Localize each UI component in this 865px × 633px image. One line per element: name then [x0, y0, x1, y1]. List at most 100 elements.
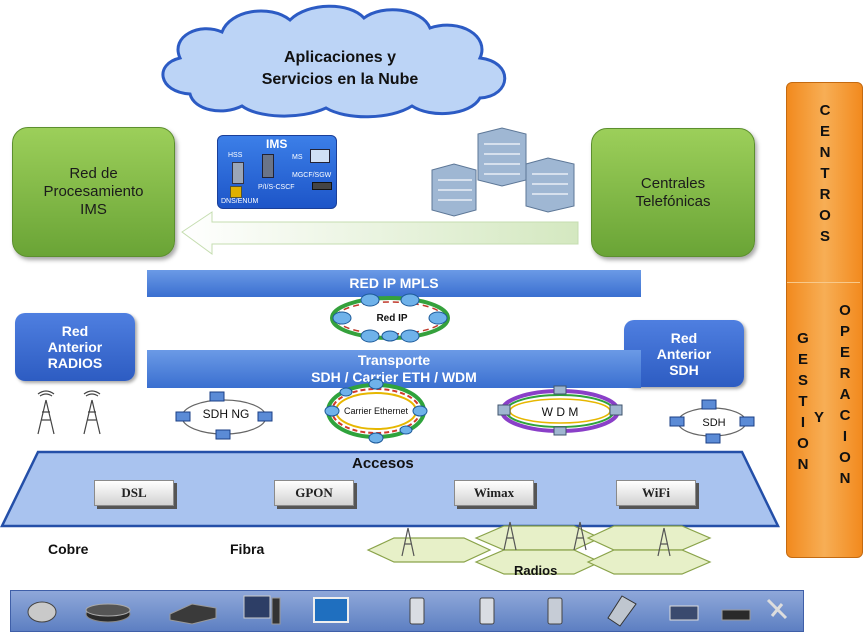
gestion-letter: G	[797, 330, 809, 347]
ims-db-icon	[230, 186, 242, 198]
operacion-letter: E	[839, 344, 850, 361]
radio-towers-icon	[37, 390, 101, 435]
pda-icon	[479, 597, 495, 625]
gestion-letter: O	[797, 435, 809, 452]
access-dsl-button: DSL	[94, 480, 174, 506]
ims-box-line-2: Procesamiento	[43, 183, 144, 200]
operacion-letter: N	[839, 470, 851, 487]
phone-icon	[27, 601, 57, 623]
centros-letter: R	[819, 186, 831, 203]
gestion-letter: S	[797, 372, 808, 389]
legacy-sdh-line-2: Anterior	[656, 345, 712, 362]
centros-letter: S	[819, 228, 830, 245]
satellite-icon	[766, 598, 788, 620]
modem-icon	[169, 603, 217, 625]
ims-box-line-3: IMS	[80, 201, 107, 218]
access-point-icon	[721, 609, 751, 621]
ims-box-line-1: Red de	[69, 165, 118, 182]
ims-hss-label: HSS	[228, 152, 243, 159]
gestion-letter: I	[800, 414, 806, 431]
ip-network-ring	[330, 293, 450, 343]
y-letter-text: Y	[813, 409, 824, 426]
ims-server-icon	[232, 162, 244, 184]
monitor-icon	[313, 597, 349, 623]
cloud-line-1: Aplicaciones y	[283, 49, 397, 66]
operacion-letter: C	[839, 407, 851, 424]
cloud-line-2: Servicios en la Nube	[261, 71, 419, 88]
operacion-vertical: O P E R A C I O N	[836, 300, 854, 489]
sdh-label: SDH	[702, 417, 726, 429]
access-gpon-label: GPON	[295, 485, 333, 500]
fiber-label: Fibra	[230, 541, 265, 557]
centros-vertical: C E N T R O S	[816, 100, 834, 247]
gestion-vertical: G E S T I O N	[794, 328, 812, 475]
wdm-label: W D M	[541, 405, 579, 419]
ims-pcscf-label: P/I/S-CSCF	[258, 184, 295, 191]
ims-monitor-icon	[310, 149, 330, 163]
legacy-radio-line-2: Anterior	[47, 339, 103, 355]
gestion-letter: E	[797, 351, 808, 368]
centros-letter: T	[820, 165, 830, 182]
operacion-letter: A	[839, 386, 851, 403]
ims-panel-title: IMS	[266, 137, 288, 151]
operacion-letter: I	[842, 428, 848, 445]
wdm-ring	[497, 385, 623, 436]
centros-letter: C	[819, 102, 831, 119]
transport-bar: Transporte SDH / Carrier ETH / WDM	[147, 350, 641, 388]
ip-mpls-bar: RED IP MPLS	[147, 270, 641, 297]
management-divider	[787, 282, 860, 283]
ims-server2-icon	[262, 154, 274, 178]
copper-label: Cobre	[48, 541, 89, 557]
legacy-sdh-line-3: SDH	[669, 361, 699, 378]
access-band	[0, 450, 780, 528]
access-wimax-button: Wimax	[454, 480, 534, 506]
sdh-ng-label: SDH NG	[202, 407, 250, 421]
gestion-letter: T	[798, 393, 808, 410]
carrier-ethernet-ring	[324, 378, 428, 444]
gestion-letter: N	[797, 456, 809, 473]
operacion-letter: O	[839, 449, 851, 466]
ims-ms-label: MS	[292, 154, 303, 161]
legacy-radio-line-3: RADIOS	[47, 355, 103, 371]
y-letter: Y	[812, 407, 826, 428]
handheld-icon	[547, 597, 563, 625]
ims-processing-box: Red de Procesamiento IMS	[12, 127, 175, 257]
management-column	[786, 82, 863, 558]
radios-label: Radios	[514, 563, 558, 578]
centros-letter: O	[819, 207, 831, 224]
cellphone-icon	[607, 595, 637, 627]
mobile-phone-icon	[409, 597, 425, 625]
cloud-shape	[161, 4, 507, 119]
exchanges-line-2: Telefónicas	[635, 192, 711, 210]
exchanges-line-1: Centrales	[640, 174, 706, 192]
ims-gateway-icon	[312, 182, 332, 190]
legacy-sdh-network-box: Red Anterior SDH	[624, 320, 744, 387]
computer-icon	[243, 595, 271, 619]
access-dsl-label: DSL	[121, 485, 147, 500]
access-gpon-button: GPON	[274, 480, 354, 506]
operacion-letter: R	[839, 365, 851, 382]
red-ip-label: Red IP	[376, 313, 408, 324]
laptop-icon	[669, 605, 699, 621]
transport-line-1: Transporte	[357, 352, 431, 368]
access-wimax-label: Wimax	[473, 485, 515, 500]
sdh-ng-ring	[175, 391, 273, 440]
legacy-radio-line-1: Red	[61, 323, 89, 339]
carrier-ethernet-label: Carrier Ethernet	[343, 406, 409, 416]
centros-letter: E	[819, 123, 830, 140]
radio-cells	[366, 521, 712, 575]
end-user-devices	[27, 595, 788, 627]
ims-mgcf-label: MGCF/SGW	[292, 172, 332, 179]
access-wifi-label: WiFi	[642, 485, 670, 500]
ims-panel: IMS HSS MS MGCF/SGW P/I/S-CSCF DNS/ENUM	[217, 135, 337, 209]
cloud-title: Aplicaciones y Servicios en la Nube	[250, 47, 430, 91]
ip-mpls-label: RED IP MPLS	[349, 275, 439, 291]
buildings-icon	[431, 127, 575, 217]
telephone-exchanges-box: Centrales Telefónicas	[591, 128, 755, 257]
centros-letter: N	[819, 144, 831, 161]
transport-line-2: SDH / Carrier ETH / WDM	[311, 369, 477, 385]
ims-dns-label: DNS/ENUM	[221, 198, 259, 205]
operacion-letter: P	[839, 323, 850, 340]
legacy-radio-network-box: Red Anterior RADIOS	[15, 313, 135, 381]
operacion-letter: O	[839, 302, 851, 319]
